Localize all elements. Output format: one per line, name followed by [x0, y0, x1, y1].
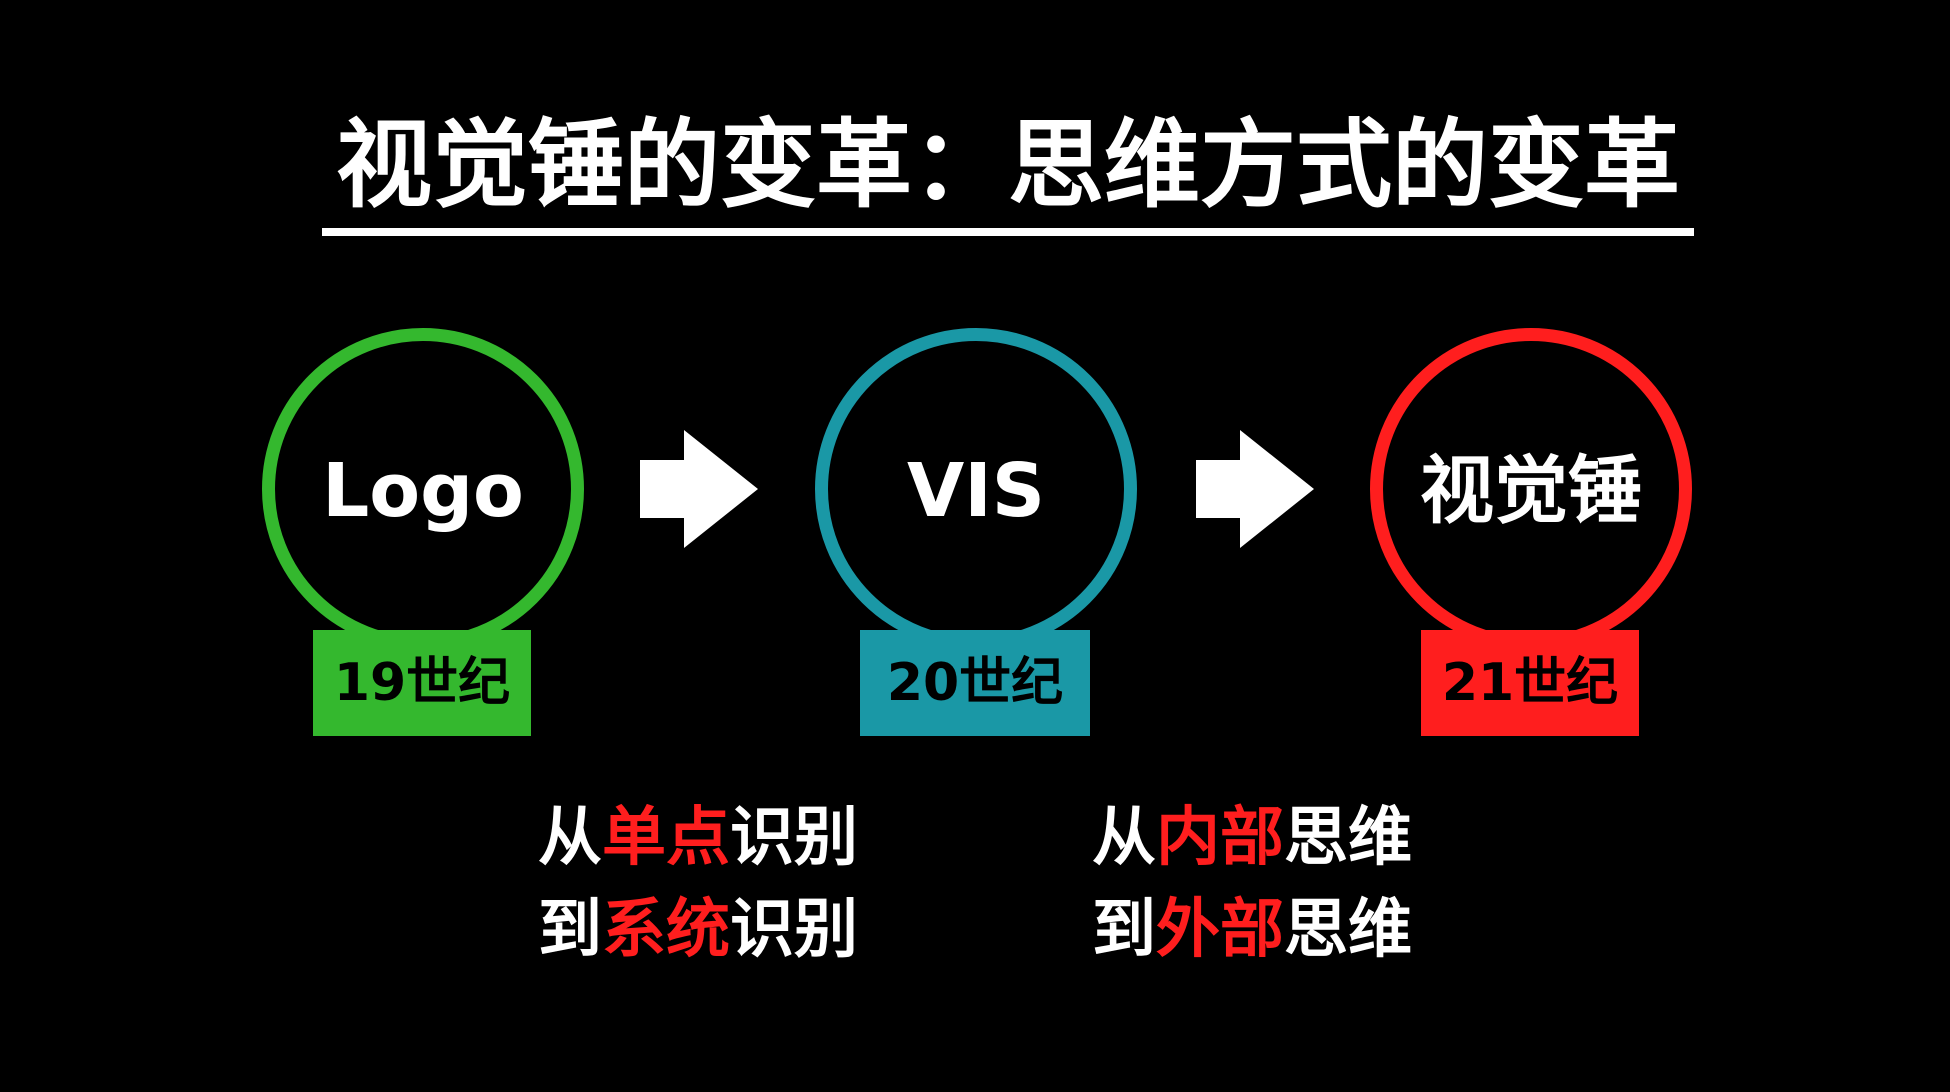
caption-identification: 从单点识别 到系统识别 [538, 792, 858, 976]
caption-text: 从 [1092, 801, 1156, 875]
caption-highlight: 单点 [602, 801, 730, 875]
caption-line: 从内部思维 [1092, 792, 1412, 884]
slide-title: 视觉锤的变革：思维方式的变革 [336, 109, 1680, 221]
stage-logo-tag: 19世纪 [313, 630, 531, 736]
caption-text: 到 [538, 893, 602, 967]
arrow-right-icon [1196, 430, 1314, 548]
title-underline [322, 228, 1694, 236]
caption-thinking: 从内部思维 到外部思维 [1092, 792, 1412, 976]
stage-vis-label: VIS [906, 448, 1046, 534]
caption-line: 到外部思维 [1092, 884, 1412, 976]
caption-highlight: 系统 [602, 893, 730, 967]
caption-highlight: 内部 [1156, 801, 1284, 875]
caption-text: 识别 [730, 801, 858, 875]
caption-text: 思维 [1284, 801, 1412, 875]
caption-line: 到系统识别 [538, 884, 858, 976]
caption-text: 思维 [1284, 893, 1412, 967]
stage-vis-tag: 20世纪 [860, 630, 1090, 736]
caption-text: 从 [538, 801, 602, 875]
stage-visual-hammer-label: 视觉锤 [1420, 448, 1642, 534]
caption-highlight: 外部 [1156, 893, 1284, 967]
stage-visual-hammer-tag: 21世纪 [1421, 630, 1639, 736]
caption-text: 到 [1092, 893, 1156, 967]
caption-line: 从单点识别 [538, 792, 858, 884]
stage-logo-label: Logo [322, 448, 524, 534]
caption-text: 识别 [730, 893, 858, 967]
arrow-right-icon [640, 430, 758, 548]
